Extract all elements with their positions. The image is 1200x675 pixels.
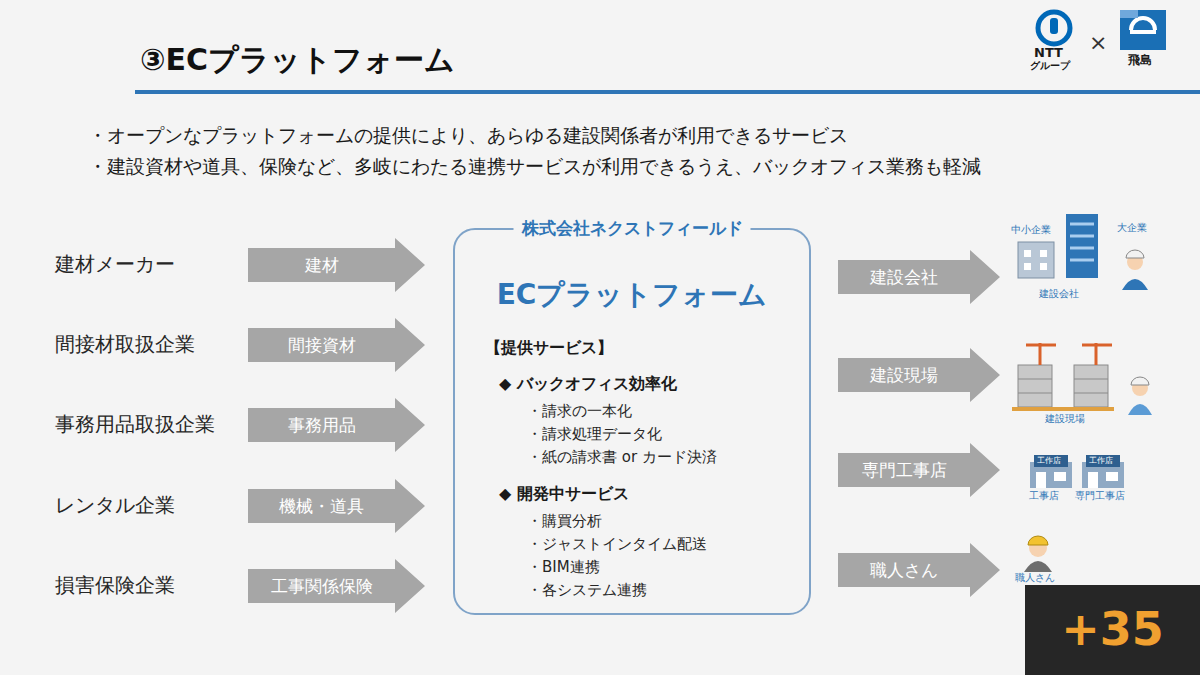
logo-text: グループ [1030,60,1070,72]
block-arrow [838,443,1000,497]
customer-node: 建設現場 [1005,340,1155,430]
arrow-label: 職人さん [870,560,938,580]
logo-text: NTT [1034,45,1063,61]
service-item: ・請求の一本化 [527,402,632,420]
arrow-label: 機械・道具 [279,496,364,516]
arrow-label: 建設現場 [870,365,938,385]
supplier-name: レンタル企業 [55,493,175,517]
company-name: 株式会社ネクストフィールド [514,218,751,238]
supplier-node: 損害保険企業 [55,571,245,601]
site-icons [1012,343,1152,415]
logo-text: 飛島 [1128,53,1152,67]
block-arrow [248,238,425,292]
counter-badge: +35 [1025,585,1200,675]
arrow-label: 工事関係保険 [271,576,373,596]
icon-caption: 職人さん [1015,572,1055,584]
block-arrow [838,543,1000,597]
icon-caption: 中小企業 [1011,224,1051,236]
service-item: ・紙の請求書 or カード決済 [527,448,717,466]
supplier-node: 間接材取扱企業 [55,330,245,360]
block-arrow [248,479,425,533]
icon-caption: 専門工事店 [1075,490,1125,502]
tobishima-logo [1120,10,1166,50]
icon-caption: 大企業 [1117,222,1147,234]
icon-caption: 建設現場 [1045,413,1085,425]
block-arrow [248,398,425,452]
supplier-name: 損害保険企業 [55,573,175,597]
service-item: ◆ バックオフィス効率化 [499,374,677,393]
title-rule [135,90,1200,94]
ntt-logo [1038,12,1070,44]
customer-node: 職人さん [1005,528,1095,585]
service-item: ・各システム連携 [527,581,647,599]
supplier-name: 建材メーカー [55,252,175,276]
arrow-label: 建設会社 [870,267,938,287]
supplier-name: 事務用品取扱企業 [55,412,215,436]
platform-title: ECプラットフォーム [455,278,809,312]
arrow-label: 専門工事店 [862,460,947,480]
bullet-note: ・建設資材や道具、保険など、多岐にわたる連携サービスが利用できるうえ、バックオフ… [88,155,981,178]
customer-node: 工事店 専門工事店 [1005,445,1155,505]
supplier-node: レンタル企業 [55,491,245,521]
arrow-label: 建材 [305,255,339,275]
supplier-name: 間接材取扱企業 [55,332,195,356]
customer-node: 中小企業 大企業建設会社 [1005,212,1165,304]
supplier-node: 事務用品取扱企業 [55,410,245,440]
icon-caption: 工事店 [1029,490,1059,502]
slide-title: ③ECプラットフォーム [140,42,455,78]
service-item: ・請求処理データ化 [527,425,662,443]
bullet-note: ・オープンなプラットフォームの提供により、あらゆる建設関係者が利用できるサービス [88,124,848,147]
sign-text: 工作店 [1089,456,1113,466]
craftsman-icon [1024,536,1052,572]
sign-text: 工作店 [1037,456,1061,466]
service-item: 【提供サービス】 [485,338,613,357]
block-arrow [248,318,425,372]
platform-box: 株式会社ネクストフィールドECプラットフォーム【提供サービス】◆ バックオフィス… [453,228,811,615]
arrow-label: 事務用品 [288,415,356,435]
service-item: ◆ 開発中サービス [499,484,629,503]
service-item: ・ジャストインタイム配送 [527,535,707,553]
service-item: ・購買分析 [527,512,602,530]
logo-text: × [1089,30,1107,56]
icon-caption: 建設会社 [1039,288,1079,300]
block-arrow [838,250,1000,304]
block-arrow [838,348,1000,402]
arrow-label: 間接資材 [288,335,356,355]
service-item: ・BIM連携 [527,558,600,576]
shop-icons [1030,455,1124,488]
supplier-node: 建材メーカー [55,250,245,280]
block-arrow [248,559,425,613]
